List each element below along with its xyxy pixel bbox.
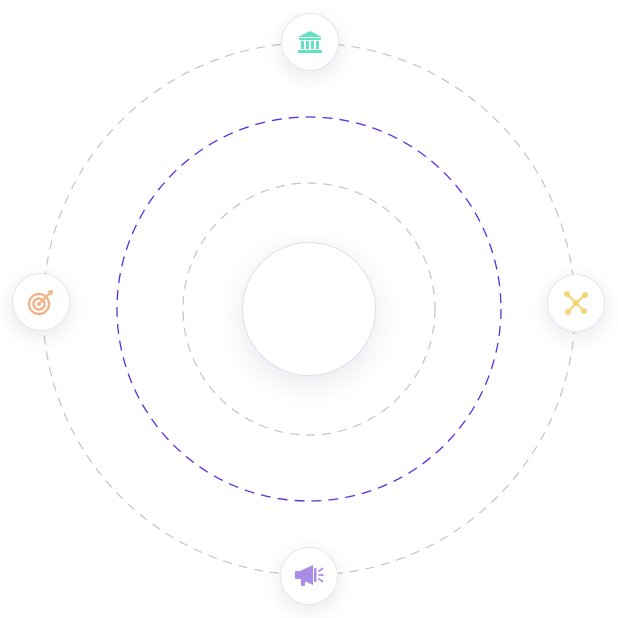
middle-orbit [116, 116, 502, 502]
bank-icon [298, 31, 322, 53]
target-dart-icon [27, 290, 53, 316]
node-megaphone[interactable] [280, 547, 338, 605]
node-bank[interactable] [281, 13, 339, 71]
inner-orbit [182, 182, 436, 436]
node-network[interactable] [547, 274, 605, 332]
network-nodes-icon [564, 291, 588, 315]
megaphone-icon [295, 565, 324, 586]
node-target[interactable] [12, 273, 70, 331]
center-hub [242, 242, 376, 376]
